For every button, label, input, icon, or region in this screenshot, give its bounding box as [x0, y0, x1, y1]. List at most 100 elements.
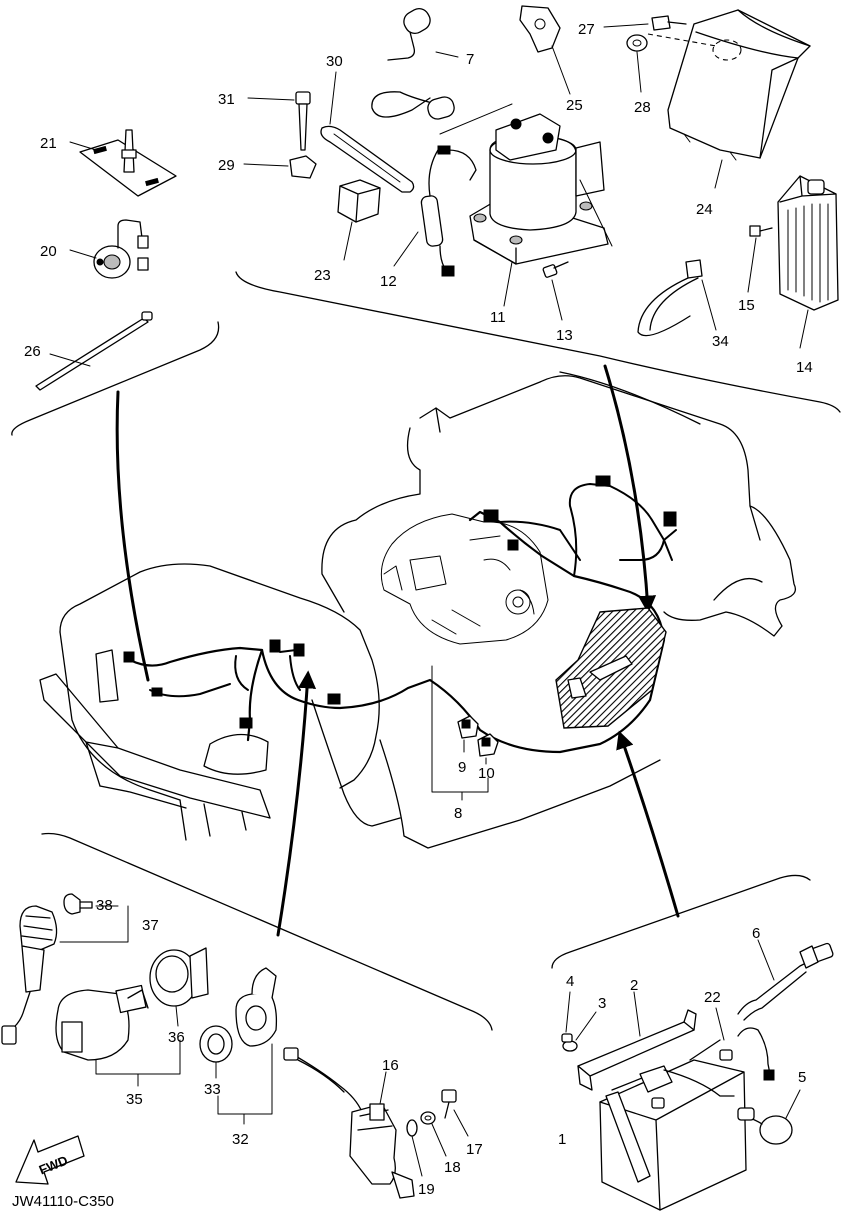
callout-8: 8	[454, 805, 462, 822]
arrow-horn-to-harness	[115, 390, 150, 682]
front-bumper	[39, 673, 271, 841]
callout-20: 20	[40, 243, 57, 260]
callout-31: 31	[218, 91, 235, 108]
wire-harness	[123, 475, 677, 754]
front-lower-outline	[59, 631, 181, 801]
callout-1: 1	[558, 1131, 566, 1148]
rear-fender-outline	[419, 375, 797, 637]
callout-13: 13	[556, 327, 573, 344]
arrow-relay-to-battery-area	[603, 364, 657, 614]
part-1-battery	[599, 1039, 747, 1211]
callout-4: 4	[566, 973, 574, 990]
part-22-battery-lead	[715, 1007, 775, 1081]
left-section-parts	[35, 129, 177, 391]
part-24-cover	[647, 9, 811, 189]
callout-3: 3	[598, 995, 606, 1012]
part-6-battery-lead	[737, 939, 834, 1021]
body-centre-outline	[321, 427, 421, 613]
part-38-bulb	[63, 893, 119, 915]
part-12-fuse-holder	[393, 145, 477, 277]
part-7-lead-cable	[371, 7, 459, 120]
callout-35: 35	[126, 1091, 143, 1108]
callout-18: 18	[444, 1159, 461, 1176]
callout-2: 2	[630, 977, 638, 994]
seat-pillar-outline	[311, 699, 401, 827]
front-headlight-openings	[95, 649, 269, 775]
callout-32: 32	[232, 1131, 249, 1148]
callout-9: 9	[458, 759, 466, 776]
part-15-screw	[747, 225, 773, 293]
engine-unit	[380, 513, 549, 645]
top-section-parts	[243, 5, 839, 349]
callout-25: 25	[566, 97, 583, 114]
callout-10: 10	[478, 765, 495, 782]
top-section-boundary	[235, 271, 841, 413]
part-33-ring	[199, 1025, 233, 1079]
part-18-washer	[420, 1111, 447, 1157]
part-27-bolt	[603, 15, 687, 31]
callout-33: 33	[204, 1081, 221, 1098]
bottom-left-section-boundary	[41, 832, 493, 1031]
part-17-screw	[441, 1089, 469, 1137]
part-13-bolt	[542, 261, 569, 321]
callout-21: 21	[40, 135, 57, 152]
callout-24: 24	[696, 201, 713, 218]
part-4-bolt	[561, 991, 573, 1043]
callout-22: 22	[704, 989, 721, 1006]
part-10-switch	[477, 733, 499, 757]
part-19-grommet	[406, 1119, 423, 1177]
callout-34: 34	[712, 333, 729, 350]
part-25-bracket	[519, 5, 571, 95]
callout-15: 15	[738, 297, 755, 314]
part-32-switch-body	[217, 967, 278, 1125]
part-23-block	[337, 179, 381, 261]
part-36-switch-cover	[149, 947, 209, 1027]
callout-30: 30	[326, 53, 343, 70]
left-section-boundary	[11, 321, 220, 436]
bottom-right-parts	[561, 939, 834, 1211]
section-boundaries	[11, 271, 841, 1031]
callout-5: 5	[798, 1069, 806, 1086]
callout-12: 12	[380, 273, 397, 290]
callout-36: 36	[168, 1029, 185, 1046]
callout-23: 23	[314, 267, 331, 284]
part-30-strap	[320, 71, 415, 193]
battery-tray	[555, 607, 667, 729]
callout-labels: 1 2 3 4 5 6 7 8 9 10 11 12 13 14 15 16 1…	[24, 21, 813, 1198]
callout-26: 26	[24, 343, 41, 360]
front-fender-outline	[59, 563, 380, 789]
callout-16: 16	[382, 1057, 399, 1074]
footwell-outline	[379, 739, 661, 849]
callout-37: 37	[142, 917, 159, 934]
callout-14: 14	[796, 359, 813, 376]
part-11-starter-relay	[439, 103, 613, 307]
callout-27: 27	[578, 21, 595, 38]
part-35-main-switch	[55, 984, 181, 1087]
vehicle-body	[39, 371, 797, 849]
part-3-washer	[562, 1011, 597, 1052]
part-37-bulb-socket	[1, 905, 129, 1045]
figure-code: JW41110-C350	[12, 1193, 114, 1210]
part-5-terminal-cover	[737, 1089, 801, 1145]
bottom-left-parts	[1, 893, 469, 1199]
part-14-rectifier-regulator	[777, 175, 839, 349]
arrow-battery-to-tray	[616, 730, 680, 918]
callout-7: 7	[466, 51, 474, 68]
part-16-switch-assembly	[283, 1047, 415, 1199]
part-21-bracket-plate	[69, 129, 177, 197]
part-29-clip	[243, 155, 317, 179]
callout-6: 6	[752, 925, 760, 942]
part-31-pin	[247, 91, 311, 151]
part-26-cable-tie	[35, 311, 153, 391]
part-28-washer	[626, 34, 648, 93]
part-34-band	[637, 259, 717, 337]
callout-19: 19	[418, 1181, 435, 1198]
part-2-battery-band	[577, 991, 697, 1091]
callout-29: 29	[218, 157, 235, 174]
part-20-horn	[69, 219, 149, 279]
forward-direction-arrow: FWD	[15, 1135, 85, 1185]
callout-17: 17	[466, 1141, 483, 1158]
callout-11: 11	[490, 309, 506, 326]
